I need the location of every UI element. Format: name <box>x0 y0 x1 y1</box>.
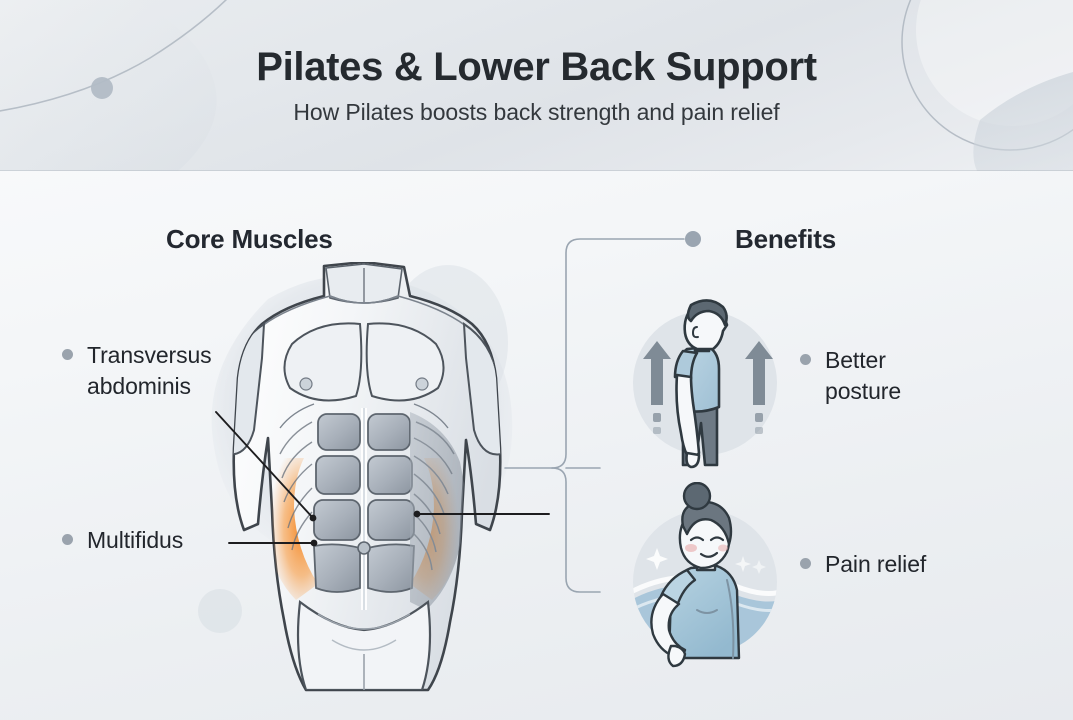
woman-hand-on-back <box>650 482 741 668</box>
pain-relief-icon <box>633 482 777 668</box>
sparkles <box>646 548 766 574</box>
face-features <box>685 536 728 558</box>
bullet-dot-icon <box>62 534 73 545</box>
page-subtitle: How Pilates boosts back strength and pai… <box>293 99 780 125</box>
header-text-block: Pilates & Lower Back Support How Pilates… <box>0 0 1073 171</box>
label-text: Pain relief <box>825 551 927 577</box>
bullet-dot-icon <box>800 354 811 365</box>
label-multifidus: Multifidus <box>62 525 292 556</box>
section-heading-core-muscles: Core Muscles <box>166 224 333 254</box>
bullet-dot-icon <box>62 349 73 360</box>
body-decorative-shapes <box>198 265 513 633</box>
header-decorative-shapes <box>0 0 1073 171</box>
section-heading-benefits: Benefits <box>735 224 836 254</box>
page-title: Pilates & Lower Back Support <box>256 45 817 89</box>
male-torso-core-muscles-diagram <box>232 262 502 692</box>
bullet-dot-icon <box>800 558 811 569</box>
label-text: Transversus abdominis <box>87 342 212 399</box>
rectus-abdominis <box>313 413 415 593</box>
better-posture-icon <box>633 299 777 469</box>
label-better-posture: Better posture <box>800 345 1010 407</box>
header-banner: Pilates & Lower Back Support How Pilates… <box>0 0 1073 171</box>
label-text: Better posture <box>825 347 902 404</box>
label-pain-relief: Pain relief <box>800 549 1030 580</box>
label-text: Multifidus <box>87 527 184 553</box>
label-transversus-abdominis: Transversus abdominis <box>62 340 312 402</box>
header-divider <box>0 170 1073 171</box>
navel <box>357 541 371 555</box>
